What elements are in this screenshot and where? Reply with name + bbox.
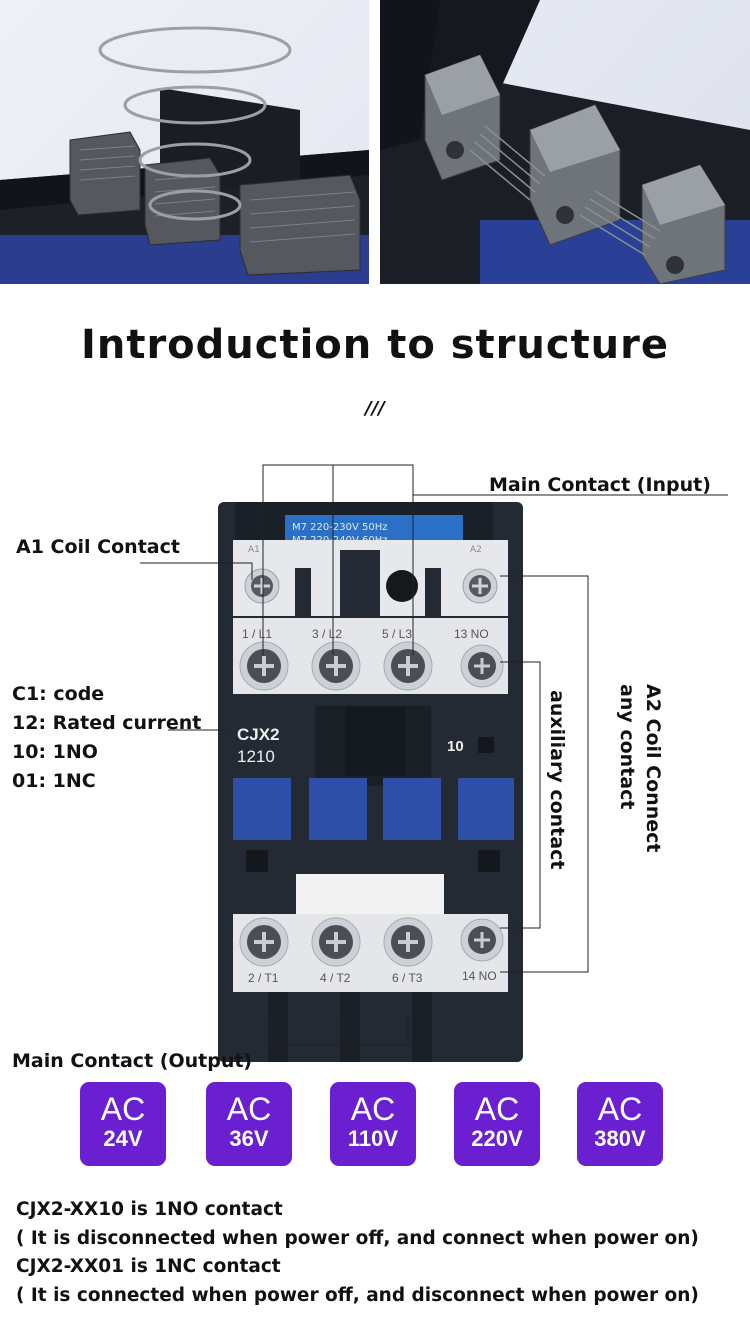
voltage-badges: AC 24V AC 36V AC 110V AC 220V AC 380V	[0, 1082, 750, 1168]
terminal-2-t1: 2 / T1	[248, 971, 279, 985]
terminal-5-l3: 5 / L3	[382, 627, 412, 641]
auxiliary-contact-label: auxiliary contact	[546, 690, 568, 870]
section-subtitle: ///	[365, 398, 385, 419]
terminal-6-t3: 6 / T3	[392, 971, 423, 985]
voltage-badge-36v: AC 36V	[206, 1082, 292, 1166]
a2-coil-label: A2 Coil Connect any contact	[614, 684, 666, 852]
photo-divider	[369, 0, 380, 284]
badge-ac: AC	[350, 1091, 396, 1127]
terminal-14-no: 14 NO	[462, 969, 497, 983]
a2-mark: A2	[470, 545, 482, 555]
code-legend-line: C1: code	[12, 683, 105, 705]
badge-voltage: 220V	[471, 1126, 523, 1151]
terminal-13-no: 13 NO	[454, 627, 489, 641]
badge-voltage: 110V	[347, 1126, 399, 1151]
main-contact-input-label: Main Contact (Input)	[489, 474, 711, 496]
voltage-badge-380v: AC 380V	[577, 1082, 663, 1166]
contactor-device: M7 220-230V 50Hz M7 220-240V 60Hz A1 A2 …	[218, 502, 523, 1062]
badge-ac: AC	[226, 1091, 272, 1127]
a1-coil-contact-label: A1 Coil Contact	[16, 536, 180, 558]
voltage-badge-110v: AC 110V	[330, 1082, 416, 1166]
bottom-terminal-screws	[239, 917, 504, 967]
spring-closeup-photo	[0, 0, 369, 284]
badge-ac: AC	[100, 1091, 146, 1127]
coil-label-line1: M7 220-230V 50Hz	[292, 522, 387, 533]
note-line: CJX2-XX01 is 1NC contact	[16, 1256, 281, 1277]
note-line: ( It is disconnected when power off, and…	[16, 1227, 699, 1249]
terminal-4-t2: 4 / T2	[320, 971, 351, 985]
aux-code: 10	[447, 738, 464, 755]
code-legend-line: 10: 1NO	[12, 741, 98, 763]
badge-ac: AC	[474, 1091, 520, 1127]
model-line2: 1210	[237, 747, 275, 766]
main-contact-output-label: Main Contact (Output)	[12, 1050, 253, 1072]
a2-coil-label-line2: any contact	[616, 684, 638, 810]
contacts-closeup-photo	[380, 0, 750, 284]
structure-diagram: M7 220-230V 50Hz M7 220-240V 60Hz A1 A2 …	[0, 440, 750, 1080]
voltage-badge-220v: AC 220V	[454, 1082, 540, 1166]
code-legend-line: 01: 1NC	[12, 770, 96, 792]
badge-voltage: 380V	[594, 1126, 646, 1151]
voltage-badge-24v: AC 24V	[80, 1082, 166, 1166]
badge-voltage: 36V	[229, 1126, 269, 1151]
section-title: Introduction to structure	[80, 322, 670, 368]
a2-coil-label-line1: A2 Coil Connect	[642, 684, 664, 853]
note-line: ( It is connected when power off, and di…	[16, 1284, 699, 1306]
model-line1: CJX2	[237, 725, 280, 744]
note-line: CJX2-XX10 is 1NO contact	[16, 1199, 283, 1220]
top-terminal-screws	[239, 641, 504, 691]
badge-voltage: 24V	[103, 1126, 143, 1151]
photo-strip	[0, 0, 750, 284]
code-legend-line: 12: Rated current	[12, 712, 202, 734]
terminal-3-l2: 3 / L2	[312, 627, 342, 641]
code-legend: C1: code 12: Rated current 10: 1NO 01: 1…	[12, 680, 201, 796]
a1-mark: A1	[248, 545, 260, 555]
badge-ac: AC	[597, 1091, 643, 1127]
contact-notes: CJX2-XX10 is 1NO contact ( It is disconn…	[16, 1196, 746, 1310]
terminal-1-l1: 1 / L1	[242, 627, 272, 641]
leader-lines	[140, 464, 728, 1046]
